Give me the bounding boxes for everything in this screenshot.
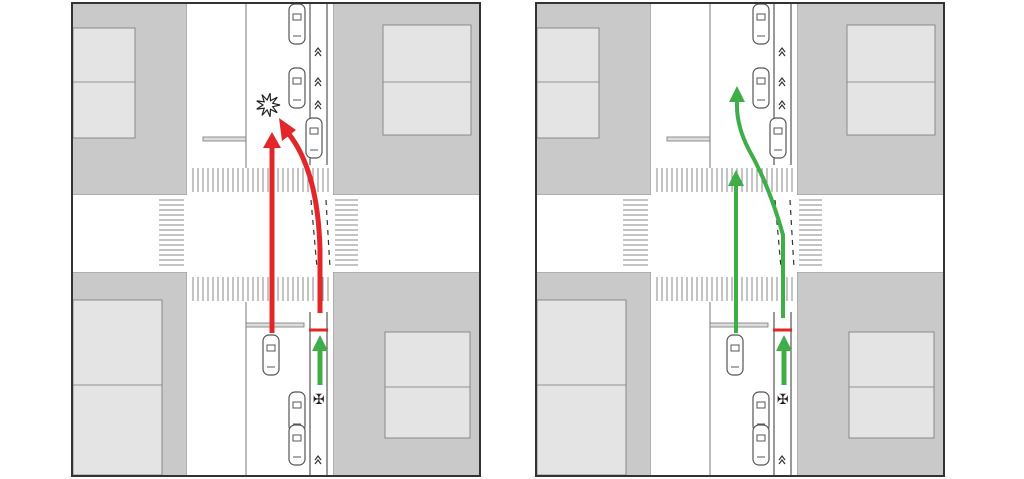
east-west-road: [72, 195, 480, 272]
building-lot: [384, 331, 471, 439]
bike-lane-chevron-icon: [778, 100, 786, 110]
building-lot: [72, 27, 136, 139]
bike-path-arrow-shaft: [286, 131, 323, 313]
building-lot: [72, 299, 163, 476]
turning-car: [726, 334, 744, 376]
stop-line-southbound: [202, 136, 247, 142]
car-straight-arrow-head: [263, 132, 281, 148]
parked-car-windshield: [756, 77, 766, 85]
parked-car-windshield: [756, 401, 766, 409]
panel-conflict: ✠: [72, 3, 480, 476]
stop-line-northbound: [245, 322, 305, 328]
bike-lane-chevron-icon: [314, 77, 322, 87]
bike-lane-dashed-line: [789, 199, 795, 269]
bike-lane-chevron-icon: [778, 455, 786, 465]
building-lot: [846, 24, 936, 136]
parked-car: [288, 67, 306, 109]
building-lot: [536, 27, 600, 139]
bike-lane-chevron-icon: [778, 47, 786, 57]
bike-lane-chevron-icon: [314, 455, 322, 465]
bike-arrow-head: [312, 335, 328, 351]
bike-path-arrow-shaft: [734, 101, 785, 318]
cyclist-icon: ✠: [777, 392, 789, 408]
parked-car: [288, 3, 306, 45]
parked-car: [752, 424, 770, 466]
panel-frame-right: [535, 2, 945, 477]
parked-car: [752, 3, 770, 45]
parked-car-windshield: [756, 434, 766, 442]
bike-path-arrow-head: [729, 86, 745, 102]
bike-lane-chevron-icon: [314, 100, 322, 110]
bike-lane-chevron-icon: [778, 77, 786, 87]
turning-car-windshield: [730, 344, 740, 352]
parked-car: [288, 424, 306, 466]
car-icon-windshield: [773, 127, 783, 135]
bike-lane-chevron-icon: [314, 47, 322, 57]
bike-path-arrow-head: [279, 118, 296, 141]
bike-arrow-head: [776, 335, 792, 351]
panel-safe: ✠: [536, 3, 944, 476]
building-lot: [536, 299, 627, 476]
turning-car-windshield: [266, 344, 276, 352]
parked-car-windshield: [292, 77, 302, 85]
collision-icon: [256, 92, 281, 118]
parked-car-windshield: [756, 13, 766, 21]
parked-car-windshield: [292, 434, 302, 442]
car-straight-arrow-head: [728, 170, 744, 186]
building-lot: [382, 24, 472, 136]
building-lot: [848, 331, 935, 439]
car-icon: [769, 117, 787, 159]
bike-lane-dashed-line: [325, 199, 331, 269]
parked-car: [752, 67, 770, 109]
car-icon-windshield: [309, 127, 319, 135]
stop-line-northbound: [709, 322, 769, 328]
panel-frame-left: [71, 2, 481, 477]
parked-car-windshield: [292, 401, 302, 409]
stop-line-southbound: [666, 136, 711, 142]
east-west-road: [536, 195, 944, 272]
bike-lane-dashed-line: [310, 199, 318, 269]
parked-car-windshield: [292, 13, 302, 21]
car-icon: [305, 117, 323, 159]
cyclist-icon: ✠: [313, 392, 325, 408]
turning-car: [262, 334, 280, 376]
